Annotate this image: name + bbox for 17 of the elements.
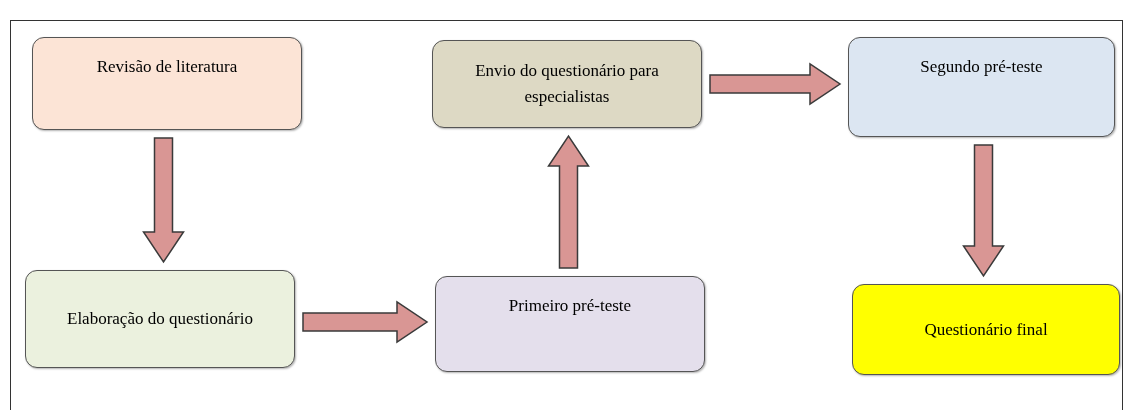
box-label: Elaboração do questionário <box>67 308 253 330</box>
process-box <box>435 276 705 372</box>
process-box <box>25 270 295 368</box>
box-label: Questionário final <box>924 318 1048 341</box>
box-label: Primeiro pré-teste <box>508 295 632 317</box>
block-arrow <box>142 137 185 264</box>
block-arrow <box>962 144 1005 278</box>
process-box <box>848 37 1115 137</box>
process-box <box>852 284 1120 375</box>
block-arrow <box>547 134 590 269</box>
block-arrow <box>302 300 429 344</box>
process-box <box>432 40 702 128</box>
block-arrow <box>709 62 842 106</box>
box-label: Revisão de literatura <box>96 56 238 78</box>
process-box <box>32 37 302 130</box>
box-label: Envio do questionário para especialistas <box>474 60 660 108</box>
box-label: Segundo pré-teste <box>920 56 1043 78</box>
